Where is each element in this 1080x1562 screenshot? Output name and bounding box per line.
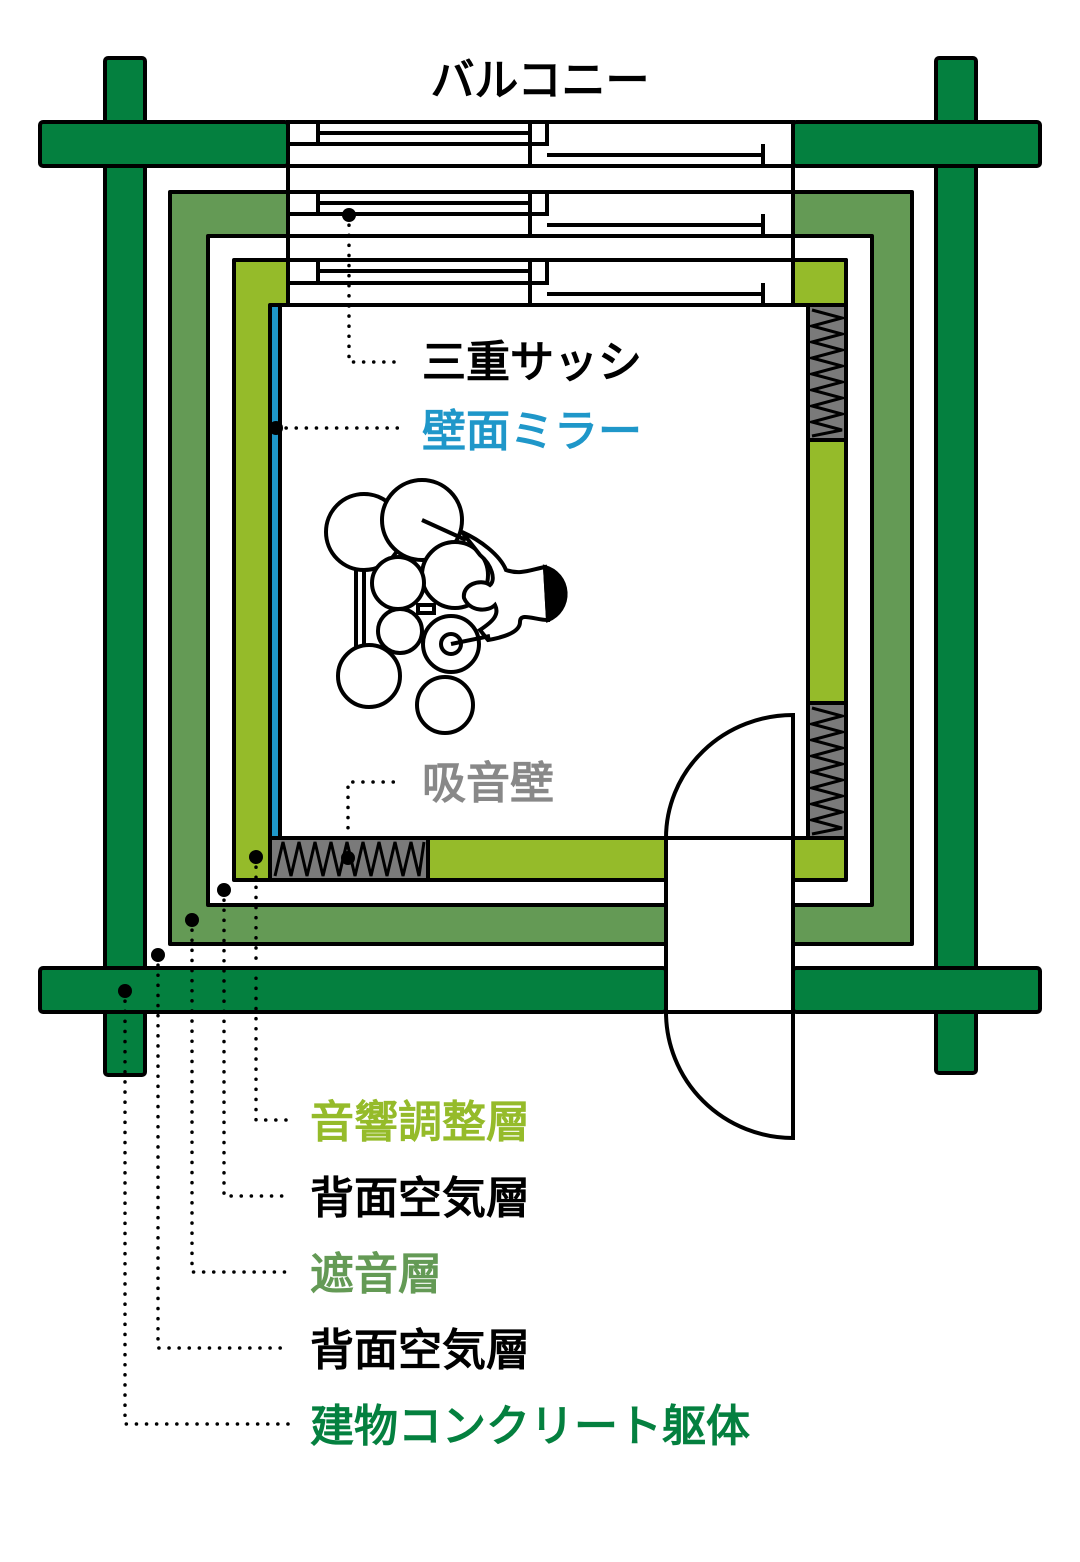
triple-sash-label: 三重サッシ xyxy=(422,337,642,388)
sash-1 xyxy=(286,120,795,168)
drum-kit xyxy=(324,478,568,735)
absorb-wall-label: 吸音壁 xyxy=(422,758,554,809)
triple-sash-windows xyxy=(286,120,795,307)
door[interactable] xyxy=(663,712,795,1141)
sash-3 xyxy=(286,258,795,307)
air-layer-outer-label: 背面空気層 xyxy=(310,1325,530,1376)
balcony-label: バルコニー xyxy=(430,55,649,106)
wall-mirror-label: 壁面ミラー xyxy=(422,406,642,457)
acoustic-layer-label: 音響調整層 xyxy=(310,1097,530,1148)
leader-lines xyxy=(118,208,400,1426)
drummer xyxy=(460,530,551,643)
absorb-springs xyxy=(268,303,848,882)
sash-2 xyxy=(286,190,795,238)
concrete-structure xyxy=(38,56,1042,1077)
sound-insulation-label: 遮音層 xyxy=(310,1249,442,1300)
wall-mirror xyxy=(268,303,282,840)
concrete-label: 建物コンクリート躯体 xyxy=(310,1401,750,1452)
air-layer-inner-label: 背面空気層 xyxy=(310,1173,530,1224)
